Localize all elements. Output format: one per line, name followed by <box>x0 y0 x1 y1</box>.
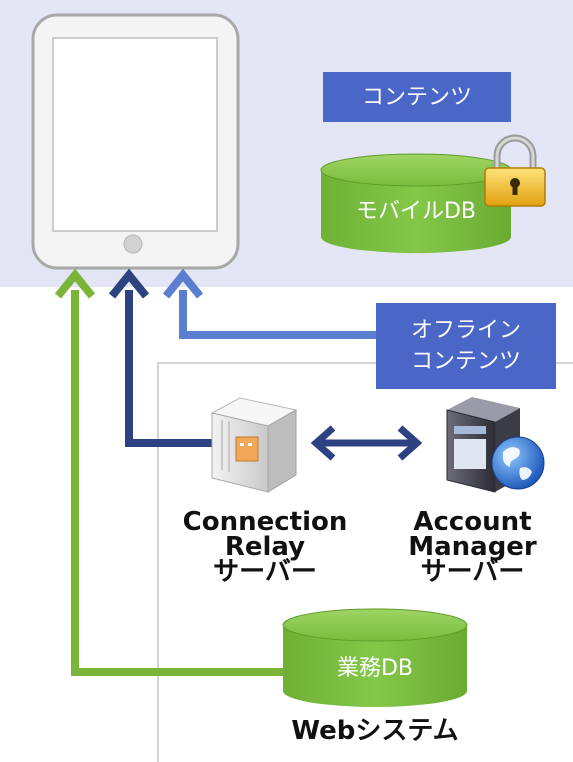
account-manager-label: Account Manager サーバー <box>380 507 565 587</box>
business-db-label: 業務DB <box>283 654 467 684</box>
account-manager-line1: Account <box>413 507 532 537</box>
content-box-label: コンテンツ <box>361 84 472 110</box>
arrow-business-db-to-device <box>54 268 291 676</box>
content-box: コンテンツ <box>323 72 511 122</box>
offline-content-line2: コンテンツ <box>410 349 521 374</box>
arrow-relay-to-device <box>108 268 214 447</box>
globe-server-icon <box>446 397 545 493</box>
web-system-label: Webシステム <box>260 716 490 746</box>
offline-content-box: オフライン コンテンツ <box>376 303 556 389</box>
business-db-text: 業務DB <box>336 656 414 681</box>
connection-relay-line3: サーバー <box>213 557 317 587</box>
offline-content-line1: オフライン <box>410 318 521 343</box>
tablet-icon <box>31 13 240 270</box>
business-db-icon <box>282 608 468 707</box>
connection-relay-line2: Relay <box>224 532 306 562</box>
connection-relay-label: Connection Relay サーバー <box>160 507 370 587</box>
account-manager-line3: サーバー <box>420 557 525 587</box>
padlock-icon <box>484 134 546 207</box>
arrow-offline-content-to-device <box>162 268 378 339</box>
account-manager-line2: Manager <box>408 532 537 562</box>
mobile-db-text: モバイルDB <box>355 199 477 224</box>
arrow-relay-account-bidirectional <box>310 425 423 461</box>
mobile-db-label: モバイルDB <box>321 197 511 227</box>
mobile-db-icon <box>320 153 512 253</box>
web-system-text: Webシステム <box>291 716 459 746</box>
connection-relay-line1: Connection <box>182 507 348 537</box>
web-system-frame <box>157 362 573 762</box>
server-icon <box>210 397 298 493</box>
